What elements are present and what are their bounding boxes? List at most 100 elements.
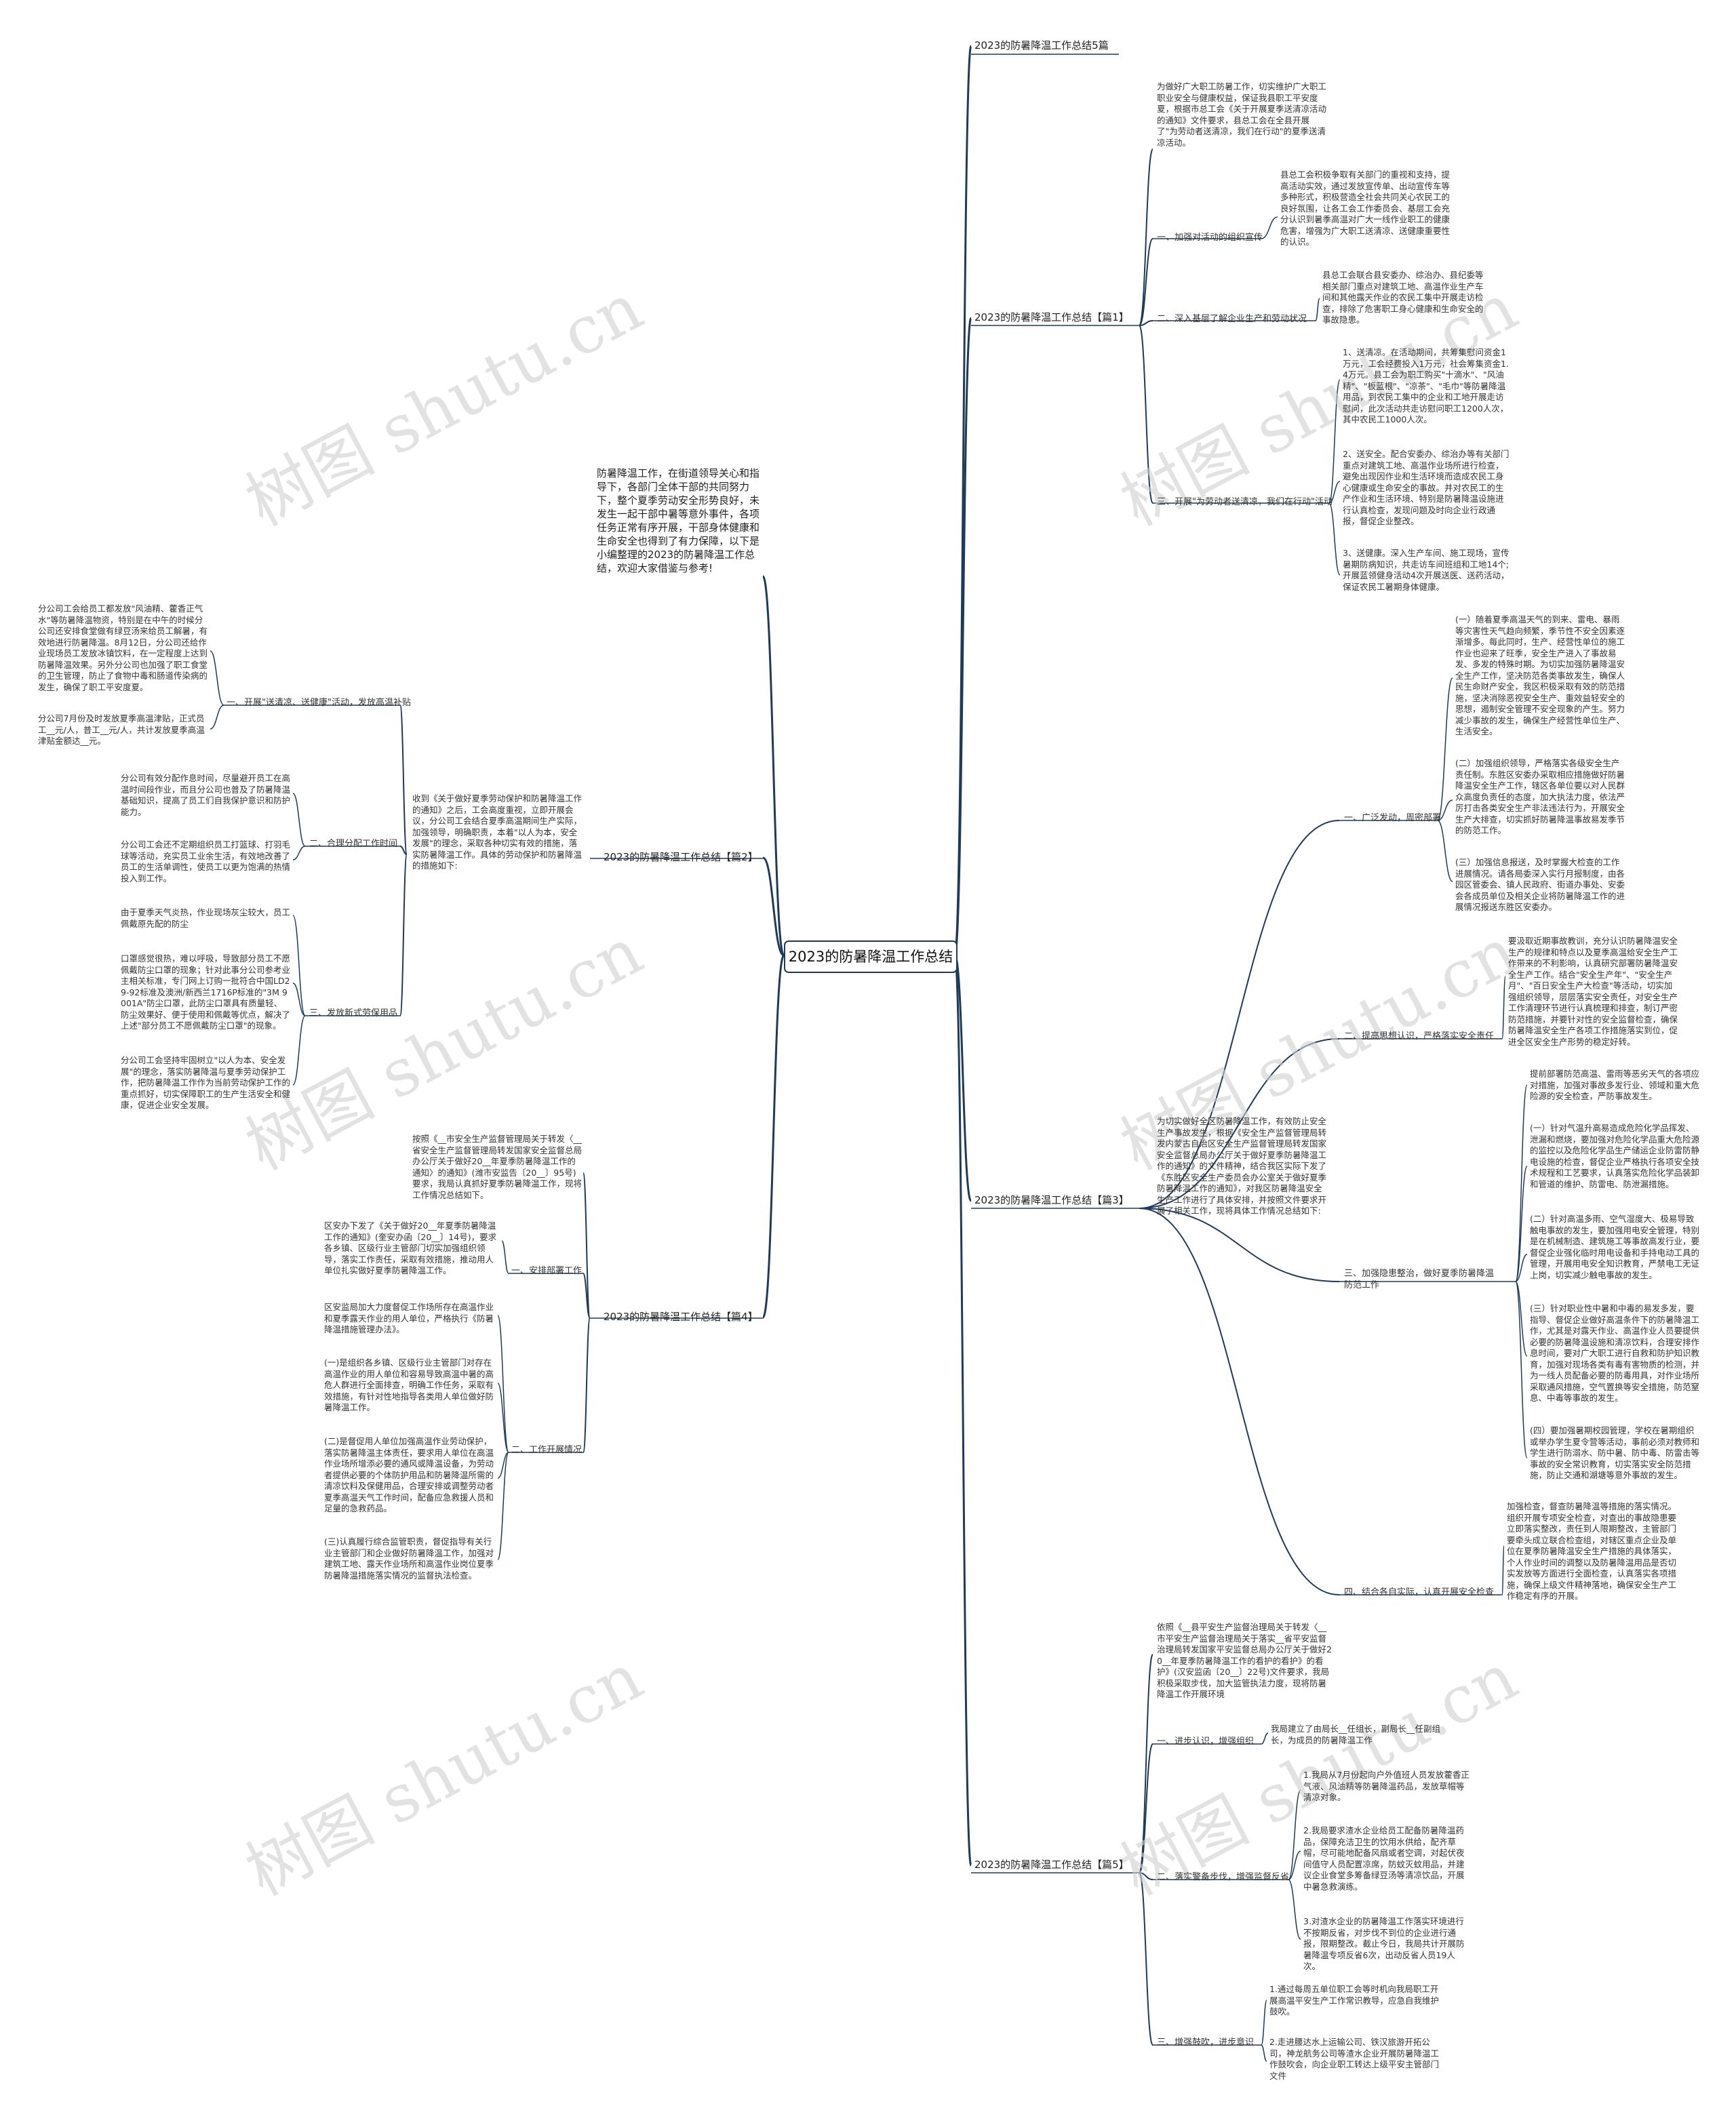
p1-b3-item-3: 3、送健康。深入生产车间、施工现场，宣传暑期防病知识，共走访车间班组和工地14个… [1343,548,1510,592]
connector [1515,1281,1528,1357]
p4-b2-text-2: (一)是组织各乡镇、区级行业主管部门对存在高温作业的用人单位和容易导致高温中暑的… [324,1357,494,1412]
p5-branch-1[interactable]: 一、进步认识，增强组织 [1157,1737,1255,1747]
connector [1437,677,1453,821]
p3-b2-text-1: 要汲取近期事故教训，充分认识防暑降温安全生产的规律和特点以及夏季高温给安全生产工… [1508,936,1678,1047]
connector [583,1172,591,1319]
p3-b4-text-1: 加强检查，督查防暑降温等措施的落实情况。组织开展专项安全检查，对查出的事故隐患要… [1507,1501,1677,1601]
root-node[interactable]: 2023的防暑降温工作总结 [784,940,958,973]
connector [583,1317,591,1453]
connector [399,854,408,1016]
section-title-overview[interactable]: 2023的防暑降温工作总结5篇 [974,39,1109,52]
section-title-p2[interactable]: 2023的防暑降温工作总结【篇2】 [604,851,758,863]
p3-b3-text-4: (三）针对职业性中暑和中毒的易发多发，要指导、督促企业做好高温条件下的防暑降温工… [1530,1303,1700,1403]
p4-b2-text-3: (二)是督促用人单位加强高温作业劳动保护，落实防暑降温主体责任，要求用人单位在高… [324,1436,494,1513]
connector [762,954,785,1319]
connector [1139,1872,1153,2046]
connector [1139,1654,1153,1873]
p3-b3-text-1: 提前部署防范高温、雷雨等恶劣天气的各项应对措施，加强对事故多发行业、领域和重大危… [1530,1069,1700,1101]
p2-intro: 收到《关于做好夏季劳动保护和防暑降温工作的通知》之后，工会高度重视，立即开展会议… [412,793,583,871]
section-title-p5[interactable]: 2023的防暑降温工作总结【篇5】 [974,1859,1129,1871]
connector [953,317,972,957]
p5-b1-text-1: 我局建立了由局长__任组长，副局长__任副组长，为成员的防暑降温工作 [1271,1724,1441,1745]
connector [1139,1038,1340,1209]
connector [762,575,785,957]
connector [292,846,306,860]
section-title-p3[interactable]: 2023的防暑降温工作总结【篇3】 [974,1194,1129,1206]
p4-b1-text-1: 区安办下发了《关于做好20__年夏季防暑降温工作的通知》(奎安办函〔20__〕1… [324,1221,497,1275]
connector [1139,1208,1340,1595]
connector [399,846,408,855]
connector [1139,148,1153,326]
p4-b2-text-4: (三)认真履行综合监管职责，督促指导有关行业主管部门和企业做好防暑降温工作，加强… [324,1536,494,1581]
connector [1139,1743,1153,1873]
p1-branch-1[interactable]: 一、加强对活动的组织宣传 [1157,233,1263,243]
connector [1288,1879,1301,1940]
connector [1261,2000,1267,2046]
connector [497,1315,509,1453]
section-title-p4[interactable]: 2023的防暑降温工作总结【篇4】 [604,1311,758,1323]
p2-branch-2[interactable]: 二、合理分配工作时间 [309,839,398,849]
connector [1515,1084,1528,1282]
p3-b1-text-2: (二）加强组织领导，严格落实各级安全生产责任制。东胜区安委办采取相应措施做好防暑… [1455,758,1625,835]
p1-intro: 为做好广大职工防暑工作，切实维护广大职工职业安全与健康权益，保证我县职工平安度夏… [1157,81,1327,148]
connector [1515,1254,1528,1282]
p3-branch-1[interactable]: 一、广泛发动，周密部署 [1344,813,1442,823]
connector [1315,298,1320,321]
connector [1501,1545,1505,1595]
connector [953,45,972,957]
connector [497,1452,509,1479]
connector [1288,1789,1301,1880]
p3-b1-text-1: (一）随着夏季高温天气的到来、雷电、暴雨等灾害性天气趋向频繁，季节性不安全因素逐… [1455,614,1625,736]
p4-branch-1[interactable]: 一、安排部署工作 [511,1266,583,1276]
connector [292,793,306,847]
connector [497,1383,509,1453]
p2-branch-1[interactable]: 一、开展"送清凉、送健康"活动，发放高温补贴 [226,698,411,708]
p3-branch-4[interactable]: 四、结合各自实际，认真开展安全检查 [1344,1587,1495,1598]
p2-b3-text-2: 口罩感觉很热，难以呼吸，导致部分员工不愿佩戴防尘口罩的现象；针对此事分公司参考业… [121,953,291,1031]
p2-b2-text-1: 分公司有效分配作息时间，尽量避开员工在高温时间段作业，而且分公司也普及了防暑降温… [121,773,291,817]
connector [1139,1872,1153,1880]
p3-b3-text-3: (二）针对高温多雨、空气湿度大、极易导致触电事故的发生，要加强用电安全管理，特别… [1530,1214,1700,1280]
p5-b2-text-3: 3.对渣水企业的防暑降温工作落实环境进行不按期反省，对步伐不到位的企业进行通报，… [1303,1916,1465,1971]
p1-b1-text: 县总工会积极争取有关部门的重视和支持，提高活动实效，通过发放宣传单、出动宣传车等… [1280,170,1451,247]
p3-branch-3[interactable]: 三、加强隐患整治，做好夏季防暑降温防范工作 [1344,1269,1495,1290]
p4-intro: 按照《__市安全生产监督管理局关于转发〈__省安全生产监督管理局转发国家安全监督… [412,1134,583,1200]
p1-branch-2[interactable]: 二、深入基层了解企业生产和劳动状况 [1157,314,1307,324]
p5-b3-text-2: 2.走进腰达水上运输公司、铁汉旅游开拓公司，神龙航务公司等渣水企业开展防暑降温工… [1269,2037,1440,2081]
p1-b3-item-2: 2、送安全。配合安委办、综治办等有关部门重点对建筑工地、高温作业场所进行检查，避… [1343,449,1510,526]
connector [1139,238,1153,326]
p3-b3-text-5: (四）要加强暑期校园管理，学校在暑期组织或举办学生夏令营等活动，事前必须对教师和… [1530,1425,1700,1480]
p5-b2-text-2: 2.我局要求渣水企业给员工配备防暑降温药品，保障充洁卫生的饮用水供给，配齐草帽，… [1303,1825,1465,1892]
p3-b1-text-3: (三）加强信息报送，及时掌握大检查的工作进展情况。请各局委深入实行月报制度，由各… [1455,857,1625,912]
connector [210,650,224,706]
p4-branch-2[interactable]: 二、工作开展情况 [511,1445,583,1455]
connector [1328,481,1341,504]
connector [953,954,972,1202]
p1-branch-3[interactable]: 三、开展"为劳动者送清凉，我们在行动"活动 [1157,497,1333,507]
p5-b3-text-1: 1.通过每周五单位职工会等时机向我局职工开展高温平安生产工作常识教导，应急自我维… [1269,1984,1440,2017]
connector [953,954,972,1867]
p2-b2-text-2: 分公司工会还不定期组织员工打篮球、打羽毛球等活动，充实员工业余生活，有效地改善了… [121,839,291,884]
p5-branch-2[interactable]: 二、落实警备步伐，增强监督反省 [1157,1872,1290,1882]
intro-text: 防暑降温工作，在街道领导关心和指导下，各部门全体干部的共同努力下，整个夏季劳动安… [597,467,760,574]
connector [1288,1850,1301,1880]
p3-branch-2[interactable]: 二、提高思想认识，严格落实安全责任 [1344,1031,1495,1041]
connector [210,705,224,730]
p2-b3-text-1: 由于夏季天气炎热，作业现场灰尘较大，员工佩戴原先配的防尘 [121,907,291,929]
connector [1328,502,1341,576]
connector [1515,1281,1528,1459]
p2-branch-3[interactable]: 三、发放新式劳保用品 [309,1008,398,1018]
section-title-p1[interactable]: 2023的防暑降温工作总结【篇1】 [974,311,1129,323]
p5-branch-3[interactable]: 三、增强鼓吹，进步意识 [1157,2038,1255,2048]
connector [292,983,306,1016]
connector [1139,320,1153,326]
connector [762,856,785,957]
connector [1139,1208,1340,1282]
connector [1328,379,1341,504]
p2-b3-text-3: 分公司工会坚持牢固树立"以人为本、安全发展"的理念，落实防暑降温与夏季劳动保护工… [121,1055,291,1110]
connector [1261,216,1278,239]
p2-b1-text-1: 分公司工会给员工都发放"风油精、藿香正气水"等防暑降温物资，特别是在中午的时候分… [38,603,208,692]
connector [1139,820,1340,1209]
